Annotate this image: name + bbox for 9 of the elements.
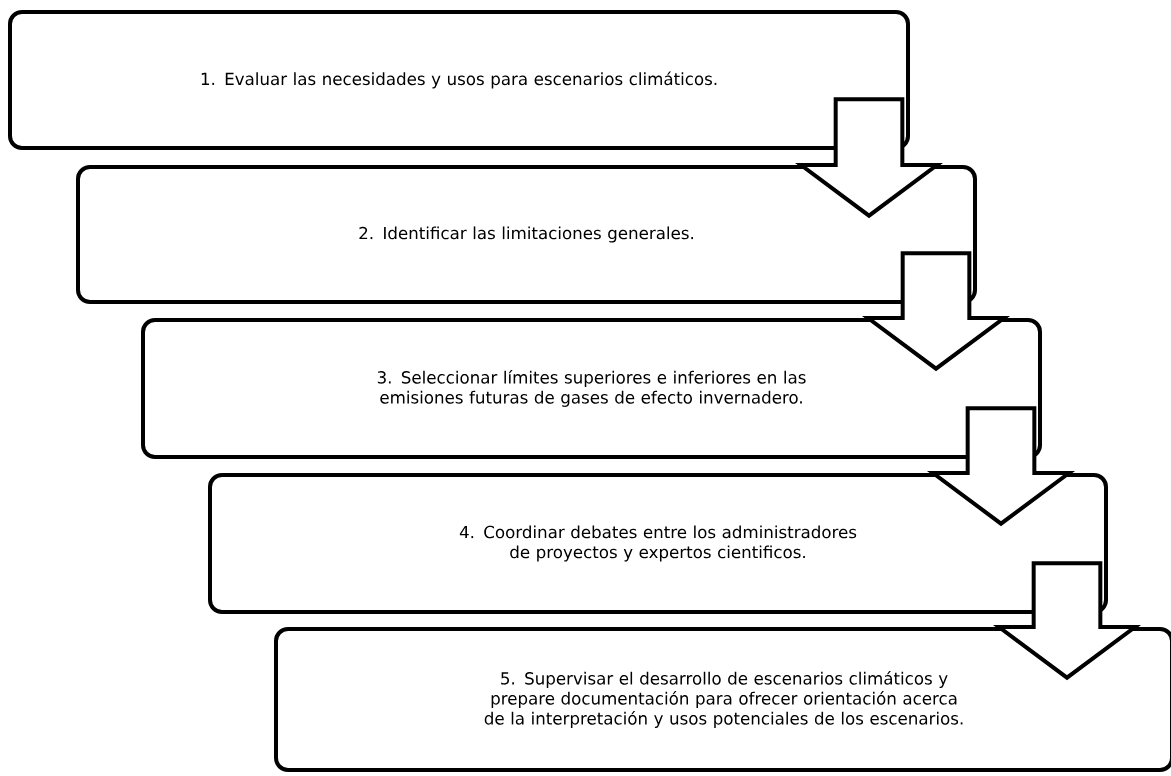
step-box: 1. Evaluar las necesidades y usos para escenarios climáticos.: [8, 10, 910, 150]
block-arrow: [794, 97, 944, 219]
block-arrow: [861, 251, 1011, 372]
step-box: 4. Coordinar debates entre los administradores de proyectos y expertos cientificos.: [208, 473, 1108, 614]
step-box: 3. Seleccionar límites superiores e inferiores en las emisiones futuras de gases de efecto invernadero.: [141, 318, 1042, 459]
block-arrow: [992, 561, 1142, 681]
step-box: 5. Supervisar el desarrollo de escenarios climáticos y prepare documentación para ofrecer orientación acerca de la interpretación y usos potenciales de los escenarios.: [274, 627, 1171, 772]
block-arrow: [926, 406, 1076, 527]
step-box: 2. Identificar las limitaciones generales.: [76, 165, 977, 304]
